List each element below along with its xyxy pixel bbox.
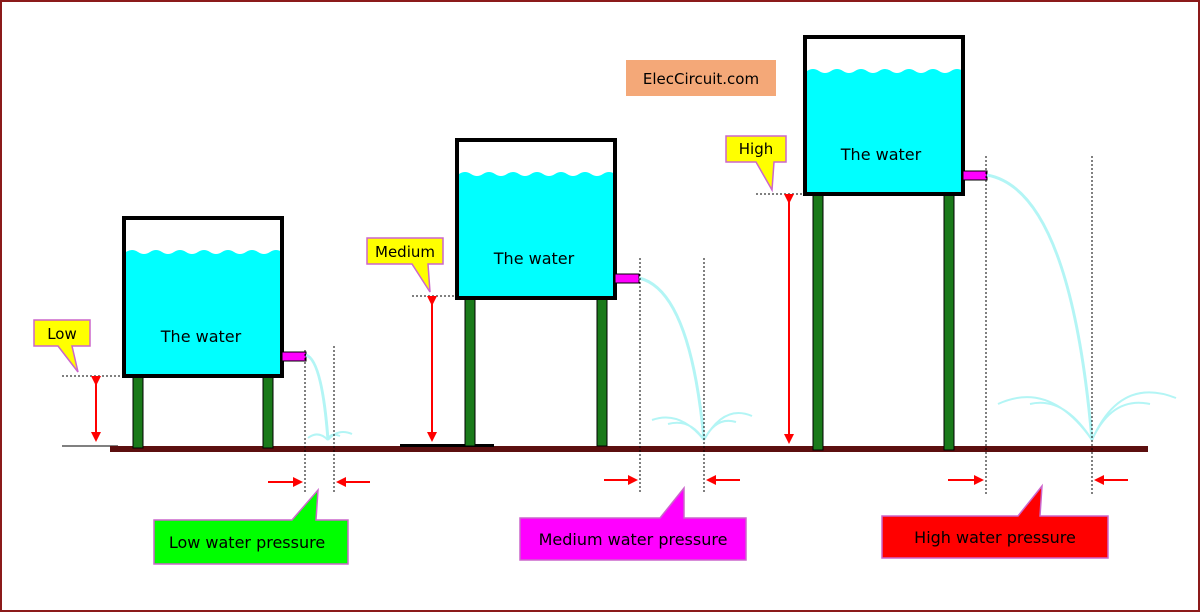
height-tag-text: High [739, 140, 773, 158]
watermark-badge: ElecCircuit.com [626, 60, 776, 96]
height-tag-low: Low [33, 319, 91, 373]
height-tag-high: High [725, 135, 787, 193]
water-jet [305, 353, 330, 441]
pressure-box-medium: Medium water pressure [519, 485, 747, 561]
pressure-box-high: High water pressure [881, 483, 1109, 559]
tank-high: The water [803, 35, 1177, 451]
pressure-label: Medium water pressure [539, 530, 728, 549]
ground [110, 446, 1148, 452]
tank-leg [596, 297, 608, 447]
water-label: The water [840, 145, 922, 164]
water-fill [807, 69, 963, 192]
reference-line [400, 444, 494, 447]
tank-outline [455, 138, 617, 300]
water-jet [638, 276, 706, 441]
outlet-pipe [962, 170, 988, 181]
tank-leg [812, 193, 824, 451]
outlet-pipe [281, 351, 307, 362]
tank-leg [943, 193, 955, 451]
water-fill [126, 250, 282, 374]
height-tag-medium: Medium [366, 237, 444, 293]
outlet-pipe [614, 273, 640, 284]
water-jet [986, 173, 1094, 441]
tank-leg [132, 375, 144, 449]
pressure-label: Low water pressure [169, 533, 325, 552]
water-label: The water [493, 249, 575, 268]
water-splash [997, 391, 1177, 441]
water-fill [459, 172, 615, 296]
watermark-text: ElecCircuit.com [643, 70, 759, 88]
tank-low: The water [122, 216, 353, 449]
tank-leg [464, 297, 476, 447]
water-label: The water [160, 327, 242, 346]
water-splash [307, 431, 353, 441]
height-tag-text: Medium [375, 243, 435, 261]
tank-medium: The water [400, 138, 753, 447]
pressure-label: High water pressure [914, 528, 1076, 547]
tank-outline [122, 216, 284, 378]
height-tag-text: Low [47, 325, 77, 343]
pressure-box-low: Low water pressure [153, 487, 349, 565]
tank-outline [803, 35, 965, 196]
water-splash [651, 412, 753, 441]
tank-leg [262, 375, 274, 449]
